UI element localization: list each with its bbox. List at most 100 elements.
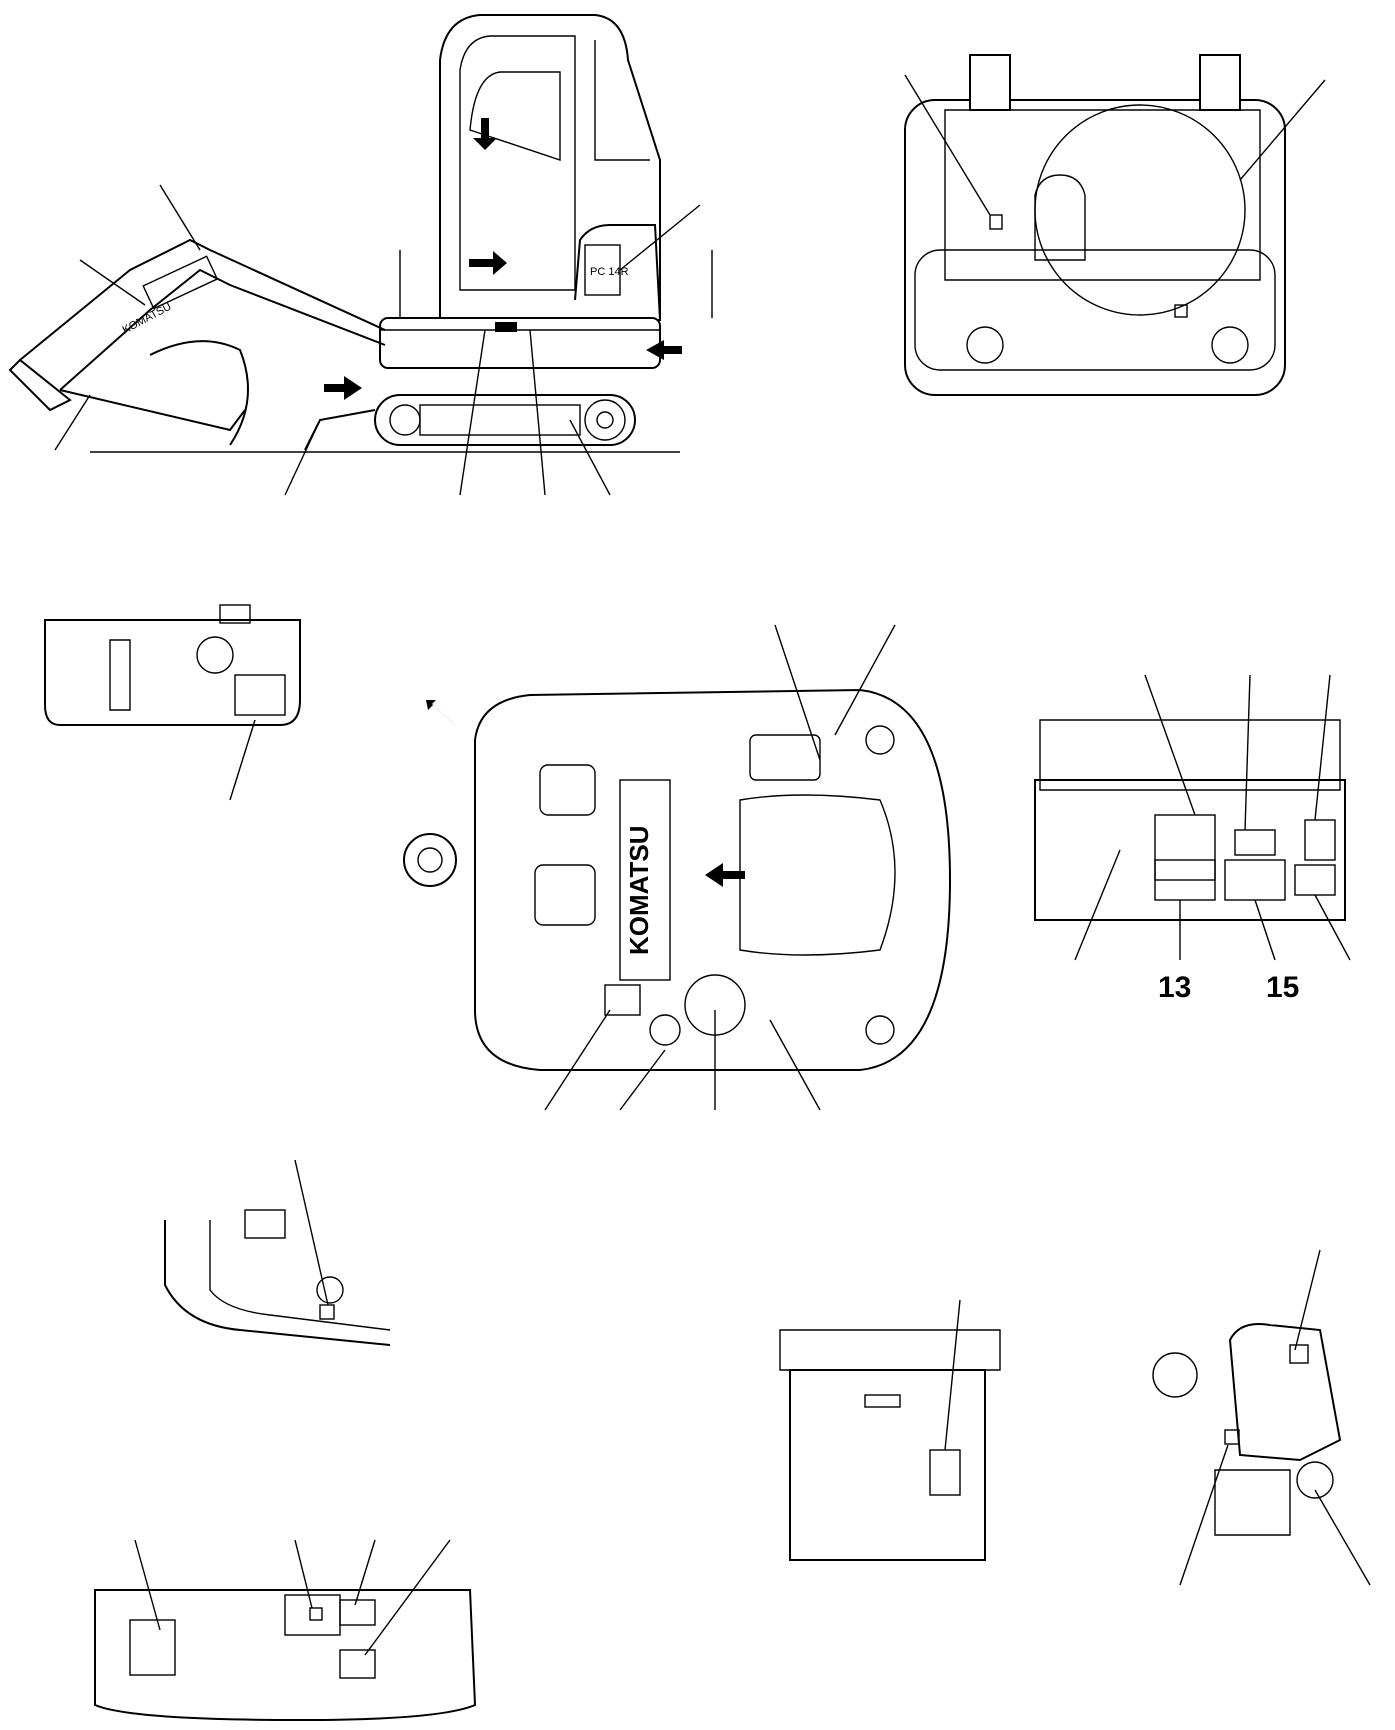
leader-line — [1244, 674, 1251, 831]
frame-bracket — [129, 1619, 176, 1676]
detail-hole — [316, 1276, 344, 1304]
bottom-frame-view — [94, 1539, 477, 1722]
leader-line — [294, 1159, 329, 1306]
cab-window — [469, 71, 561, 161]
leader-line — [54, 394, 91, 451]
operator-seat — [739, 794, 896, 956]
center-panel — [619, 779, 671, 981]
sprocket-wheel — [584, 399, 626, 441]
swing-pin — [403, 833, 457, 887]
cover-cap — [219, 604, 251, 624]
front-panel-view: 13 15 — [1034, 674, 1351, 1004]
leader-line — [529, 329, 546, 496]
decal-plate — [234, 674, 286, 716]
cab-rear-window — [594, 40, 650, 161]
cab-door — [459, 35, 576, 291]
leader-line — [1254, 899, 1276, 961]
cover-bracket — [109, 639, 131, 711]
front-panel-outline — [1034, 779, 1346, 921]
leader-line — [364, 1539, 451, 1656]
swing-pin-hole — [417, 847, 443, 873]
control-box — [749, 734, 821, 781]
decal-marker — [1289, 1344, 1309, 1364]
leader-line — [619, 1049, 666, 1111]
leader-line — [459, 329, 486, 496]
leader-line — [904, 74, 991, 216]
cover-hole — [196, 636, 234, 674]
leader-line — [1314, 1489, 1371, 1586]
air-cleaner — [1152, 1352, 1198, 1398]
top-cover — [534, 864, 596, 926]
leader-line — [294, 1539, 313, 1609]
detail-bracket — [244, 1209, 286, 1239]
leader-line — [284, 419, 321, 496]
leader-line — [1239, 79, 1326, 181]
leader-line — [944, 1299, 961, 1451]
decal-plate — [1304, 819, 1336, 861]
rear-hood — [574, 224, 661, 321]
decal-plate — [1234, 829, 1276, 856]
track-frame — [419, 404, 581, 436]
counterweight — [914, 249, 1276, 371]
rear-cover — [944, 109, 1261, 281]
leader-line — [774, 624, 821, 761]
front-upper — [1039, 719, 1341, 791]
left-cover-view — [44, 604, 301, 801]
leader-line — [569, 419, 611, 496]
leader-line — [834, 624, 896, 736]
leader-line — [1074, 849, 1121, 961]
callout-label-13: 13 — [1158, 971, 1191, 1004]
leader-line — [79, 259, 146, 306]
rear-view — [904, 54, 1326, 396]
lower-panel-view — [779, 1299, 1001, 1561]
bottom-frame — [94, 1589, 477, 1722]
arrow-icon — [705, 863, 745, 887]
warning-decal — [604, 984, 641, 1016]
arrow-icon — [473, 118, 497, 150]
mirror-left — [969, 54, 1011, 111]
filler-cap — [649, 1014, 681, 1046]
arm-tip — [8, 358, 72, 412]
left-cover-outline — [44, 619, 301, 726]
decal-plate — [1154, 859, 1216, 901]
decal-marker — [1174, 304, 1188, 318]
leader-line — [1179, 1444, 1229, 1586]
leader-line — [1314, 894, 1351, 961]
cab-outline — [439, 14, 661, 321]
detail-edge — [164, 1220, 391, 1346]
arm-link — [59, 389, 246, 432]
leader-line — [769, 1019, 821, 1111]
callout-label-15: 15 — [1266, 971, 1299, 1004]
lower-panel-top — [779, 1329, 1001, 1371]
engine-view — [1152, 1249, 1371, 1586]
leader-line — [1294, 1249, 1321, 1351]
upper-body — [379, 317, 661, 369]
side-view: PC 14R KOMATSU — [8, 14, 713, 496]
top-view: KOMATSU — [403, 624, 952, 1111]
mirror-right — [1199, 54, 1241, 111]
top-hatch — [539, 764, 596, 816]
decal-marker — [309, 1607, 323, 1621]
rear-body — [904, 99, 1286, 396]
leader-line — [619, 204, 701, 271]
leader-line — [544, 1009, 611, 1111]
sprocket-hub — [596, 411, 614, 429]
model-mark: PC 14R — [590, 266, 629, 278]
bolt-detail — [865, 1015, 895, 1045]
oil-pan — [1214, 1469, 1291, 1536]
detail-inner — [209, 1220, 391, 1331]
side-step-icon — [495, 322, 517, 332]
bottom-left-detail — [164, 1159, 391, 1346]
decal-plate — [339, 1649, 376, 1679]
boom-upper — [19, 238, 386, 361]
handle-slot — [864, 1394, 901, 1408]
decal-plate — [1154, 814, 1216, 881]
decal-marker — [989, 214, 1003, 230]
arrow-icon — [646, 340, 682, 360]
decal-marker — [1224, 1429, 1240, 1445]
arrow-icon — [469, 251, 507, 275]
tow-hole-right — [1211, 326, 1249, 364]
boom-decal — [142, 255, 219, 310]
